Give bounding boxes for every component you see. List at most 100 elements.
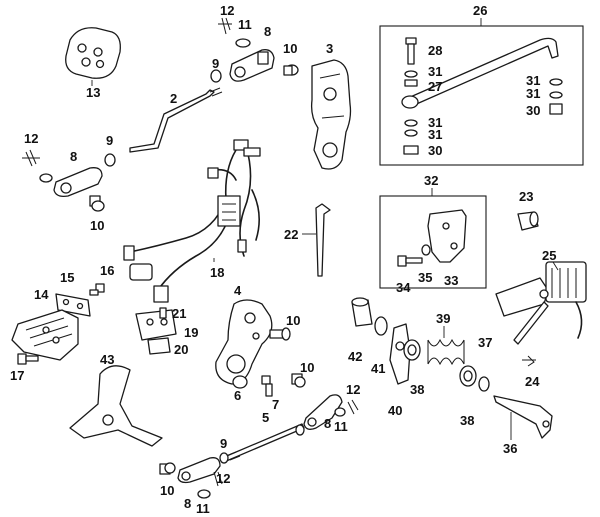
part-18-wiring-harness [123, 139, 261, 303]
callout-41: 41 [371, 361, 385, 376]
callout-6: 6 [234, 388, 241, 403]
group-32-frame [379, 195, 487, 289]
callout-11-top: 11 [238, 17, 252, 32]
part-16-screw [89, 283, 105, 296]
part-31-washer-b [404, 119, 418, 127]
part-13-grip [65, 27, 121, 79]
part-26-link-arm [401, 37, 559, 109]
part-11-washer-left [39, 173, 53, 183]
part-8-ball-joint-bottom [177, 457, 221, 484]
part-11-washer-right [334, 407, 346, 417]
part-14-bracket [11, 309, 79, 361]
part-31-washer-e [549, 91, 563, 99]
callout-30-b: 30 [526, 103, 540, 118]
callout-34: 34 [396, 280, 411, 295]
part-28-bolt [405, 37, 417, 65]
part-6-washer [232, 375, 248, 389]
part-10-bolt-mid-a [269, 327, 291, 341]
callout-36: 36 [503, 441, 517, 456]
callout-11-right: 11 [334, 419, 348, 434]
part-31-washer-a [404, 70, 418, 78]
callout-20: 20 [174, 342, 188, 357]
callout-31-d: 31 [526, 73, 540, 88]
callout-8-bottom: 8 [184, 496, 191, 511]
callout-14: 14 [34, 287, 49, 302]
callout-31-b: 31 [428, 115, 442, 130]
callout-8-top: 8 [264, 24, 271, 39]
part-12-clip-top [218, 17, 232, 35]
callout-39: 39 [436, 311, 450, 326]
callout-26: 26 [473, 3, 487, 18]
part-10-bolt-bottom [159, 462, 176, 475]
callout-12-top: 12 [220, 3, 234, 18]
part-31-washer-d [549, 78, 563, 86]
part-43-lever-handle [69, 365, 163, 447]
callout-33: 33 [444, 273, 458, 288]
part-5-rod [221, 423, 305, 463]
callout-31-e: 31 [526, 86, 540, 101]
callout-43: 43 [100, 352, 114, 367]
callout-23: 23 [519, 189, 533, 204]
part-21-screw [159, 307, 167, 319]
callout-15: 15 [60, 270, 74, 285]
callout-10-mid-a: 10 [286, 313, 300, 328]
part-35-washer [421, 244, 431, 256]
part-23-bushing [517, 211, 539, 231]
part-12-clip-bottom [213, 471, 223, 487]
part-15-plate [55, 293, 91, 317]
part-30-nut-a [403, 145, 419, 155]
part-12-clip-right [347, 399, 359, 415]
callout-11-bottom: 11 [196, 501, 210, 516]
callout-10-mid-b: 10 [300, 360, 314, 375]
part-27-collar [404, 79, 418, 87]
part-12-clip-left [22, 149, 40, 167]
part-4-lever [215, 299, 273, 385]
callout-35: 35 [418, 270, 432, 285]
callout-38-b: 38 [460, 413, 474, 428]
part-33-bracket [427, 209, 467, 263]
callout-13: 13 [86, 85, 100, 100]
part-10-bolt-mid-b [291, 373, 306, 388]
callout-42: 42 [348, 349, 362, 364]
callout-3: 3 [326, 41, 333, 56]
callout-10-left: 10 [90, 218, 104, 233]
callout-25: 25 [542, 248, 556, 263]
part-10-bolt-left [89, 195, 105, 212]
part-17-screw [17, 353, 39, 365]
callout-28: 28 [428, 43, 442, 58]
callout-32: 32 [424, 173, 438, 188]
callout-17: 17 [10, 368, 24, 383]
callout-9-bottom: 9 [220, 436, 227, 451]
callout-9-left: 9 [106, 133, 113, 148]
part-38-collar-a [403, 339, 421, 361]
callout-19: 19 [184, 325, 198, 340]
part-36-shaft [493, 395, 553, 439]
part-25-switch-assembly [495, 261, 587, 345]
callout-21: 21 [172, 306, 186, 321]
callout-30-a: 30 [428, 143, 442, 158]
part-19-switch-bracket [135, 309, 177, 341]
part-22-rod [315, 203, 331, 277]
callout-8-left: 8 [70, 149, 77, 164]
callout-7: 7 [272, 397, 279, 412]
part-38-collar-b [459, 365, 477, 387]
part-8-ball-joint-left [53, 167, 103, 198]
callout-31-a: 31 [428, 64, 442, 79]
part-37-washer [478, 376, 490, 392]
part-20-switch [147, 337, 171, 355]
callout-12-right: 12 [346, 382, 360, 397]
part-11-washer-bottom [197, 489, 211, 499]
part-10-bolt-top [283, 64, 299, 76]
callout-37: 37 [478, 335, 492, 350]
callout-8-right: 8 [324, 416, 331, 431]
part-31-washer-c [404, 129, 418, 137]
callout-24: 24 [525, 374, 540, 389]
callout-38-a: 38 [410, 382, 424, 397]
callout-27: 27 [428, 79, 442, 94]
callout-10-top: 10 [283, 41, 297, 56]
callout-5: 5 [262, 410, 269, 425]
callout-18: 18 [210, 265, 224, 280]
part-9-nut-bottom [219, 452, 229, 464]
part-40-cam-lever [389, 323, 411, 385]
callout-10-bottom: 10 [160, 483, 174, 498]
